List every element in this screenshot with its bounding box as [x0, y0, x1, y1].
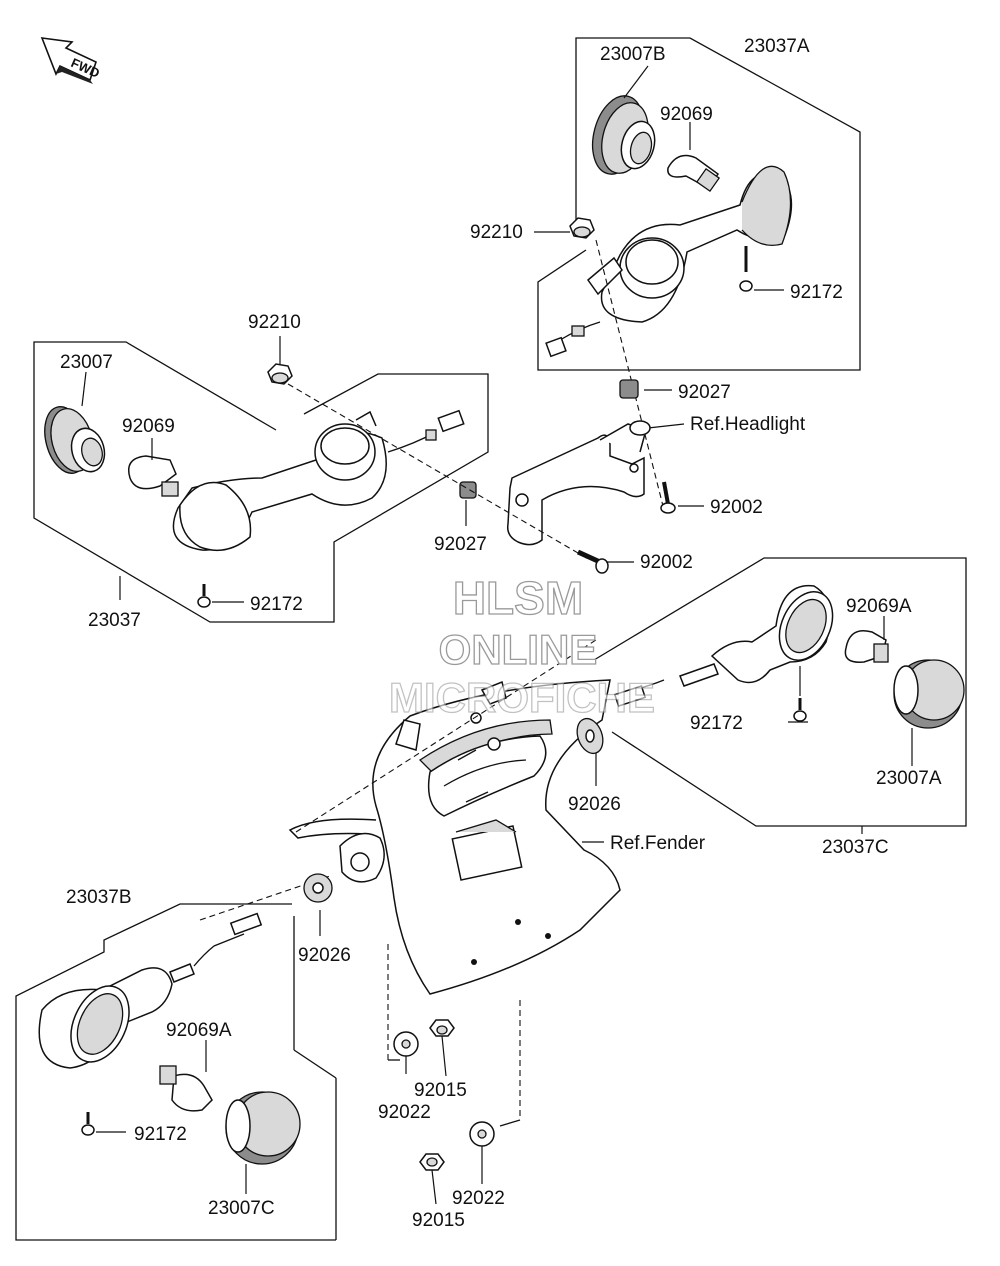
- housing-23037B: [38, 912, 263, 1069]
- part-label: 92172: [790, 282, 843, 303]
- part-label: 92022: [452, 1188, 505, 1209]
- part-label: 92022: [378, 1102, 431, 1123]
- ref-fender-label: Ref.Fender: [610, 833, 706, 854]
- leaders-upper-left: [81, 336, 634, 603]
- washer-92022-a: [393, 1031, 419, 1057]
- watermark-line-1: HLSM: [453, 572, 583, 624]
- part-label: 92172: [134, 1124, 187, 1145]
- watermark-line-3: MICROFICHE: [389, 674, 655, 721]
- ref-headlight-label: Ref.Headlight: [690, 414, 806, 435]
- screw-92172-left: [197, 584, 211, 608]
- bulb-92069A-right: [844, 630, 889, 663]
- part-label: 23007: [60, 352, 113, 373]
- part-label: 92210: [248, 312, 301, 333]
- screw-92172-rr: [793, 698, 807, 722]
- group-23037B: [15, 903, 336, 1241]
- bolt-92002-lower: [576, 549, 609, 574]
- leaders-lower-left: [96, 1040, 247, 1194]
- group-23037C: [593, 557, 967, 827]
- bolt-92002-upper: [660, 481, 676, 514]
- fender-ref: [288, 679, 621, 995]
- part-label: 92069A: [846, 596, 912, 617]
- part-label: 92002: [710, 497, 763, 518]
- spacer-92027-left: [459, 481, 477, 499]
- part-label: 23037C: [822, 837, 889, 858]
- nut-92210-left: [267, 363, 293, 385]
- nut-92210-upper: [569, 217, 595, 239]
- lens-23007A: [893, 659, 965, 729]
- screw-92172-upper: [739, 246, 753, 292]
- part-label: 92026: [298, 945, 351, 966]
- group-23037: [33, 341, 489, 623]
- part-label: 92026: [568, 794, 621, 815]
- forward-arrow-icon: FWD: [40, 37, 102, 84]
- part-label: 92172: [690, 713, 743, 734]
- part-label: 92069A: [166, 1020, 232, 1041]
- watermark-line-2: ONLINE: [439, 626, 598, 673]
- part-label: 92069: [660, 104, 713, 125]
- bulb-92069A-left: [159, 1065, 213, 1112]
- bulb-92069-upper: [667, 154, 721, 193]
- part-label: 92002: [640, 552, 693, 573]
- part-label: 92027: [678, 382, 731, 403]
- housing-23037C: [613, 584, 834, 707]
- part-label: 92015: [412, 1210, 465, 1231]
- part-label: 23007B: [600, 44, 666, 65]
- part-label: 23037B: [66, 887, 132, 908]
- washer-92026-left: [303, 873, 333, 903]
- part-label: 92210: [470, 222, 523, 243]
- nut-92015-a: [429, 1019, 455, 1037]
- leaders-upper-right: [534, 65, 784, 511]
- bulb-92069-left: [128, 455, 179, 497]
- part-label: 23037A: [744, 36, 810, 57]
- part-label: 23037: [88, 610, 141, 631]
- leaders-bottom: [405, 1035, 483, 1205]
- part-label: 92015: [414, 1080, 467, 1101]
- spacer-92027-upper: [619, 379, 639, 399]
- screw-92172-rl: [81, 1112, 95, 1136]
- lens-23007: [44, 406, 106, 474]
- lens-23007B: [591, 95, 656, 175]
- washer-92022-b: [469, 1121, 495, 1147]
- part-label: 23007A: [876, 768, 942, 789]
- leaders-right: [788, 616, 913, 834]
- part-label: 23007C: [208, 1198, 275, 1219]
- washer-92026-right: [576, 717, 604, 755]
- housing-23037A: [545, 165, 793, 358]
- lens-23007C: [225, 1091, 301, 1165]
- housing-23037: [172, 409, 465, 552]
- watermark: HLSM ONLINE MICROFICHE: [388, 571, 655, 721]
- group-23037A: [537, 37, 861, 371]
- part-label: 92069: [122, 416, 175, 437]
- part-label: 92027: [434, 534, 487, 555]
- nut-92015-b: [419, 1153, 445, 1171]
- bracket-ref-headlight: [506, 420, 651, 546]
- part-labels: 23037A 23007B 92069 92210 92172 92027 Re…: [60, 36, 942, 1231]
- part-label: 92172: [250, 594, 303, 615]
